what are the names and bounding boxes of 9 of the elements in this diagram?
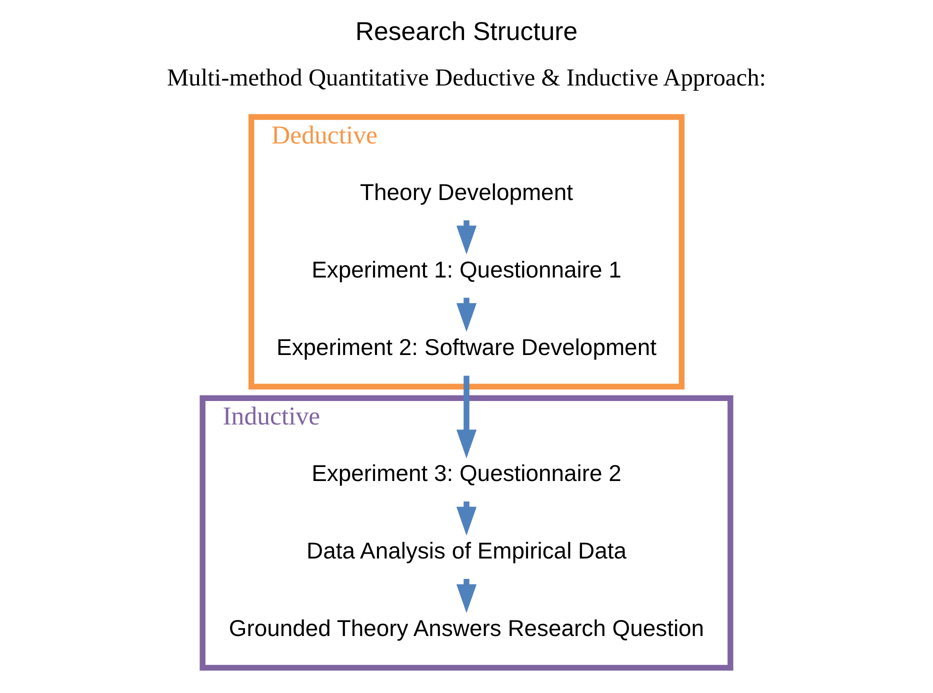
node-text: Theory Development: [360, 178, 573, 205]
arrow: [456, 376, 477, 458]
diagram-title: Research Structure: [355, 18, 578, 46]
node-text: Experiment 1: Questionnaire 1: [312, 256, 622, 282]
node-text: Experiment 3: Questionnaire 2: [312, 460, 622, 486]
node-text: Grounded Theory Answers Research Question: [228, 614, 704, 641]
label: Multi-method Quantitative Deductive & Inductive Approach:: [166, 64, 766, 92]
node-text: Experiment 2: Software Development: [276, 334, 656, 360]
node-text: Data Analysis of Empirical Data: [306, 537, 626, 564]
